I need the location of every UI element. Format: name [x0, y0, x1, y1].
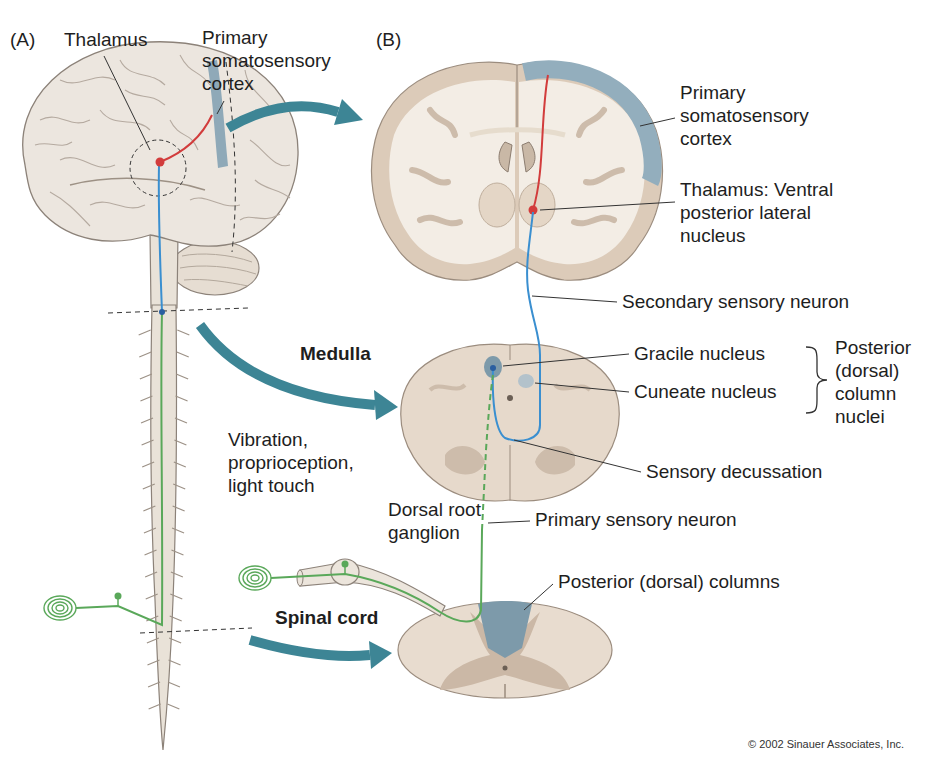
- thalamus-area: [479, 183, 515, 227]
- structure-label: Primary somatosensory cortex: [680, 81, 830, 150]
- spinal-nerve: [147, 660, 180, 665]
- spinal-nerve: [139, 352, 188, 357]
- cuneate-nucleus: [518, 374, 534, 388]
- spinal-nerve: [144, 528, 184, 533]
- leader-line: [503, 354, 629, 366]
- view-arrow: [200, 325, 375, 405]
- spinal-nerve: [142, 440, 187, 445]
- spinal-nerves: [139, 330, 190, 709]
- anterior-fissure: [504, 684, 506, 698]
- ganglion-cell: [342, 561, 349, 568]
- leader-line: [540, 202, 675, 210]
- structure-label: Thalamus: Ventral posterior lateral nucl…: [680, 178, 842, 247]
- tertiary-neuron: [160, 115, 212, 162]
- panel-letter: (A): [10, 28, 35, 51]
- thalamus-dot: [156, 158, 165, 167]
- leader-line: [217, 101, 224, 114]
- leader-line: [104, 56, 150, 150]
- spinal-nerve: [149, 704, 180, 709]
- arrow-head: [374, 390, 398, 420]
- spinal-nerve: [145, 550, 184, 555]
- structure-label: Posterior (dorsal) columns: [558, 570, 878, 593]
- leader-line: [488, 521, 530, 523]
- group-label: Posterior (dorsal) column nuclei: [835, 336, 935, 428]
- leader-line: [532, 296, 617, 302]
- structure-label: Secondary sensory neuron: [622, 290, 922, 313]
- view-arrow: [228, 106, 338, 128]
- midline-fissure: [516, 65, 517, 128]
- cerebrum: [23, 42, 298, 246]
- spinal-nerve: [140, 374, 188, 379]
- modality-label: Vibration, proprioception, light touch: [228, 428, 378, 497]
- spinal-nerve: [139, 330, 190, 335]
- spinal-nerve: [148, 682, 180, 687]
- leader-line: [640, 118, 675, 126]
- tertiary-neuron: [533, 75, 548, 210]
- structure-label: Thalamus: [64, 28, 147, 51]
- midline: [510, 345, 511, 500]
- primary-neuron-dashed: [482, 375, 493, 530]
- bracket: [806, 347, 827, 413]
- spinal-nerve: [142, 462, 186, 467]
- spinal-nerve: [141, 418, 187, 423]
- spinal-nerve: [140, 396, 187, 401]
- ganglion-cell: [115, 593, 122, 600]
- nucleus-dot: [490, 365, 496, 371]
- spinal-nerve: [143, 484, 185, 489]
- panel-letter: (B): [376, 28, 401, 51]
- arrow-head: [369, 641, 392, 669]
- corpus-callosum: [470, 130, 565, 135]
- secondary-neuron: [493, 212, 540, 441]
- medulla-outline: [401, 344, 619, 501]
- section-title: Medulla: [300, 342, 371, 365]
- lateral-sulcus: [70, 178, 205, 190]
- central-canal: [503, 666, 508, 671]
- structure-label: Sensory decussation: [646, 460, 926, 483]
- cord-section: [239, 375, 612, 698]
- structure-label: Cuneate nucleus: [634, 380, 804, 403]
- ventricles: [499, 142, 535, 172]
- leader-line: [524, 584, 553, 610]
- arrow-head: [334, 99, 363, 125]
- spinal-nerve: [146, 594, 183, 599]
- coronal-section: [372, 62, 663, 280]
- structure-label: Primary sensory neuron: [535, 508, 835, 531]
- cerebellum-folia: [180, 254, 256, 286]
- cut-line: [140, 628, 252, 633]
- spinal-nerve: [143, 506, 184, 511]
- cord-outline: [398, 602, 612, 698]
- primary-neuron: [76, 312, 162, 625]
- dorsal-root-ganglion: [331, 559, 359, 585]
- nucleus-dot: [159, 309, 165, 315]
- structure-label: Dorsal root ganglion: [388, 498, 498, 544]
- receptor: [239, 566, 271, 590]
- leader-line: [535, 383, 629, 392]
- spinal-cord: [151, 305, 177, 750]
- receptor: [44, 596, 76, 620]
- cut-line: [108, 308, 248, 313]
- structure-label: Primary somatosensory cortex: [202, 26, 350, 95]
- copyright-note: © 2002 Sinauer Associates, Inc.: [748, 737, 904, 751]
- structure-label: Gracile nucleus: [634, 342, 804, 365]
- cerebellum: [171, 241, 259, 295]
- central-canal: [507, 395, 513, 401]
- spinal-nerve: [145, 572, 183, 577]
- brainstem: [150, 232, 178, 308]
- section-title: Spinal cord: [275, 606, 378, 629]
- leader-line: [514, 440, 641, 472]
- spinal-nerve: [147, 638, 181, 643]
- brain-slice: [372, 62, 663, 280]
- view-arrow: [250, 640, 370, 656]
- root-cut: [297, 570, 303, 586]
- secondary-neuron: [159, 165, 162, 312]
